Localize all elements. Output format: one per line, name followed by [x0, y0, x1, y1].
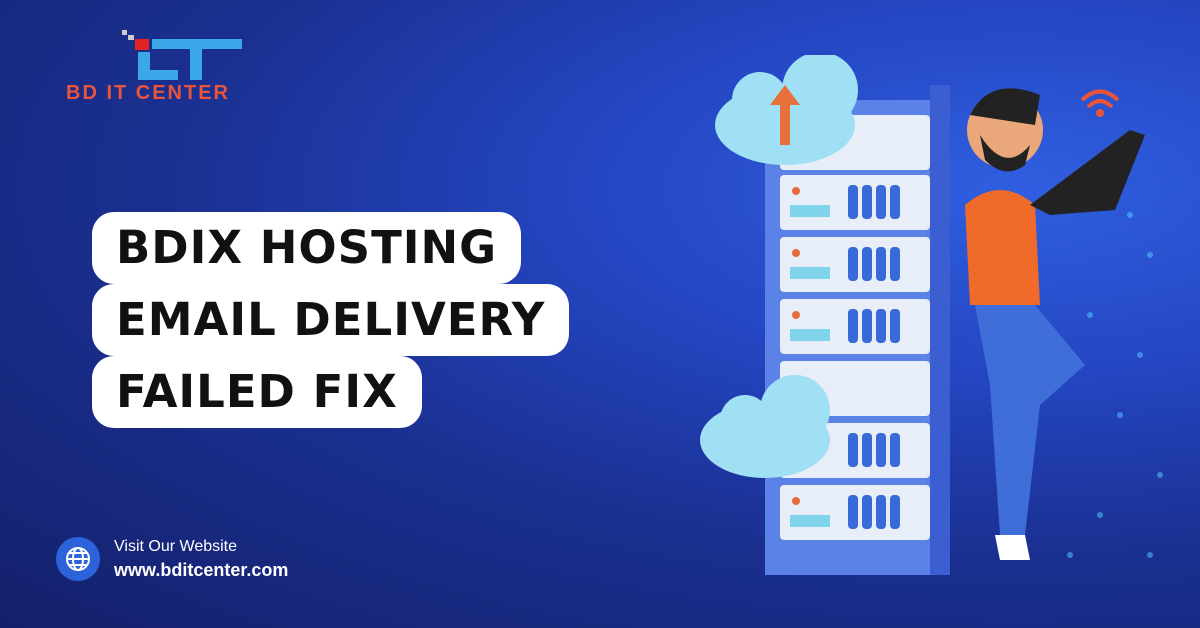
brand-logo — [122, 30, 242, 80]
visit-website: Visit Our Website www.bditcenter.com — [56, 537, 288, 581]
headline-line-1: BDIX HOSTING — [92, 212, 522, 284]
globe-icon — [56, 537, 100, 581]
person-with-laptop — [965, 88, 1145, 560]
headline-line-3: FAILED FIX — [92, 356, 422, 428]
cloud-icon — [700, 375, 830, 478]
server-units — [780, 115, 930, 540]
cloud-upload-icon — [715, 55, 858, 165]
server-illustration — [700, 55, 1163, 575]
wifi-icon — [1080, 89, 1120, 117]
headline-line-2: EMAIL DELIVERY — [92, 284, 570, 356]
website-link[interactable]: www.bditcenter.com — [114, 559, 289, 580]
headline: BDIX HOSTING EMAIL DELIVERY FAILED FIX — [92, 212, 570, 428]
visit-label: Visit Our Website — [114, 537, 238, 555]
brand-name: BD IT CENTER — [66, 82, 230, 104]
